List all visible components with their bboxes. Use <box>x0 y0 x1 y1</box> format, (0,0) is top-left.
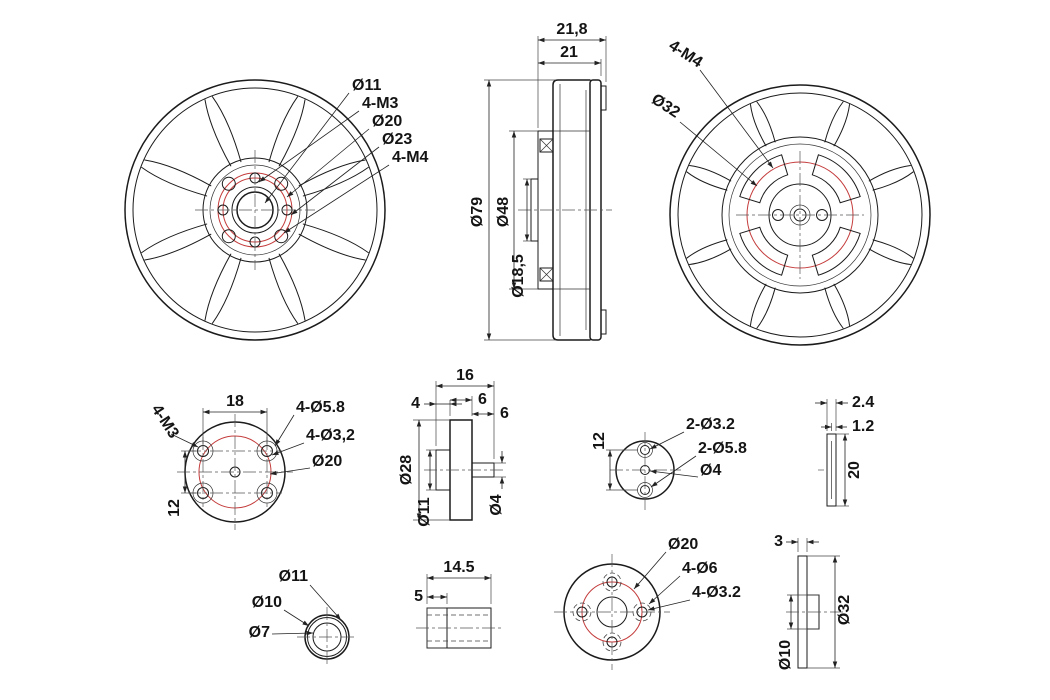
dim-side-d48: Ø48 <box>495 197 512 227</box>
dim-shaft-d4: Ø4 <box>488 494 505 515</box>
dim-front-m4-holes: 4-M4 <box>392 149 429 166</box>
dim-shim-24: 2.4 <box>852 394 874 411</box>
flange-side-view: 3 Ø32 Ø10 <box>774 533 853 670</box>
sleeve-view: 14.5 5 <box>414 559 502 649</box>
dim-sleeve-5: 5 <box>414 588 423 605</box>
dim-ring-d7: Ø7 <box>249 624 270 641</box>
dim-mount-d32: Ø32 <box>836 595 853 625</box>
dim-ring-d10: Ø10 <box>252 594 282 611</box>
ring-view: Ø11 Ø10 Ø7 <box>249 568 357 667</box>
dim-side-d79: Ø79 <box>469 197 486 227</box>
dim-shaft-d28: Ø28 <box>398 455 415 485</box>
shaft-side-view: 16 4 6 6 Ø28 Ø11 Ø4 <box>398 367 509 527</box>
dim-flange-bc20: Ø20 <box>668 536 698 553</box>
dim-sleeve-145: 14.5 <box>443 559 474 576</box>
section-screws <box>539 138 554 282</box>
dim-shaft-6a: 6 <box>478 391 487 408</box>
dim-shim-20: 20 <box>846 461 863 479</box>
dim-front-bc23: Ø23 <box>382 131 412 148</box>
dim-side-d185: Ø18,5 <box>510 254 527 298</box>
flange-view: Ø20 4-Ø6 4-Ø3.2 <box>554 536 741 670</box>
side-view: 21,8 21 Ø79 Ø48 Ø18,5 <box>469 21 612 341</box>
dim-shaft-16: 16 <box>456 367 474 384</box>
dim-hub2-cbore: 2-Ø5.8 <box>698 440 747 457</box>
dim-shaft-4: 4 <box>411 395 420 412</box>
dim-adapter-18: 18 <box>226 393 244 410</box>
dim-adapter-12: 12 <box>166 499 183 517</box>
dim-hub2-12: 12 <box>591 432 608 450</box>
dim-adapter-cbore: 4-Ø5.8 <box>296 399 345 416</box>
hub-plate-view: 12 2-Ø3.2 2-Ø5.8 Ø4 <box>591 416 747 510</box>
dim-shim-12: 1.2 <box>852 418 874 435</box>
dim-side-width-outer: 21,8 <box>556 21 587 38</box>
front-view: Ø11 4-M3 Ø20 Ø23 4-M4 <box>124 77 429 341</box>
adapter-top-view: 18 12 4-M3 4-Ø5.8 4-Ø3,2 Ø20 <box>148 393 355 530</box>
dim-flange-thru: 4-Ø3.2 <box>692 584 741 601</box>
dim-hub2-thru: 2-Ø3.2 <box>686 416 735 433</box>
dim-hub2-d4: Ø4 <box>700 462 721 479</box>
dim-front-bc20: Ø20 <box>372 113 402 130</box>
dim-front-m3-holes: 4-M3 <box>362 95 399 112</box>
dim-flange-cbore: 4-Ø6 <box>682 560 718 577</box>
dim-mount-d10: Ø10 <box>777 640 794 670</box>
dim-mount-3: 3 <box>774 533 783 550</box>
dim-adapter-thru: 4-Ø3,2 <box>306 427 355 444</box>
dim-ring-d11: Ø11 <box>279 568 308 585</box>
dim-front-shaft-bore: Ø11 <box>352 77 381 94</box>
front-leader-lines <box>258 92 390 234</box>
dim-shaft-d11: Ø11 <box>416 497 433 526</box>
dim-shaft-6b: 6 <box>500 405 509 422</box>
shim-side-view: 2.4 1.2 20 <box>815 394 874 507</box>
dim-side-width-inner: 21 <box>560 44 578 61</box>
dim-adapter-bc20: Ø20 <box>312 453 342 470</box>
